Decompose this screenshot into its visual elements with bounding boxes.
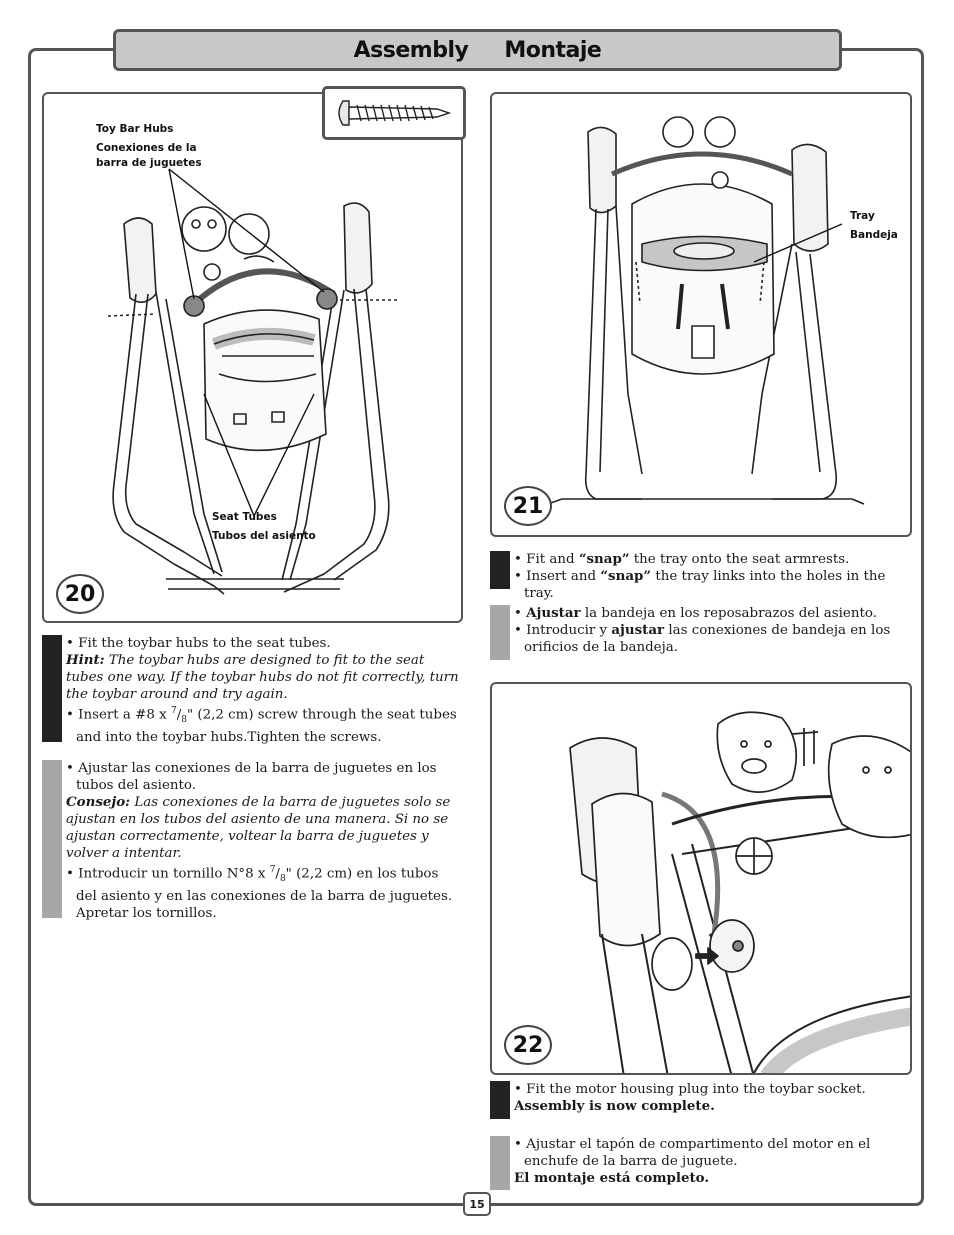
- step-20-es-hint: Consejo: Las conexiones de la barra de j…: [66, 794, 451, 861]
- callout-tray: Tray Bandeja: [850, 210, 898, 241]
- step-22-es-bullet-1: • Ajustar el tapón de compartimento del …: [514, 1137, 871, 1169]
- step-22-illustration: 22: [490, 682, 912, 1075]
- step-22-en-complete: Assembly is now complete.: [514, 1098, 715, 1114]
- language-bar-en: [42, 635, 62, 742]
- step-21-es-bullet-1: • Ajustar la bandeja en los reposabrazos…: [514, 605, 877, 621]
- language-bar-en: [490, 551, 510, 589]
- swing-frame-illustration-20: [107, 168, 398, 595]
- header-title-es: Montaje: [504, 37, 602, 63]
- step-22-es-complete: El montaje está completo.: [514, 1170, 710, 1186]
- step-20-illustration: Toy Bar Hubs Conexiones de la barra de j…: [42, 92, 463, 623]
- step-22-en-bullet-1: • Fit the motor housing plug into the to…: [514, 1082, 866, 1097]
- language-bar-en: [490, 1081, 510, 1119]
- callout-seat-tubes: Seat Tubes Tubos del asiento: [212, 511, 316, 542]
- language-bar-es: [490, 605, 510, 660]
- swing-tray-illustration-21: [547, 116, 865, 505]
- step-21-es-bullet-2: • Introducir y ajustar las conexiones de…: [514, 622, 891, 655]
- language-bar-es: [42, 760, 62, 918]
- page-number: 15: [463, 1192, 491, 1216]
- page-header: Assembly Montaje: [113, 29, 842, 71]
- step-number-21: 21: [504, 486, 552, 526]
- step-21-en-bullet-2: • Insert and “snap” the tray links into …: [514, 568, 886, 601]
- screw-icon: [338, 100, 452, 126]
- step-21-text-es: • Ajustar la bandeja en los reposabrazos…: [490, 605, 912, 660]
- step-number-22: 22: [504, 1025, 552, 1065]
- step-20-en-bullet-1: • Fit the toybar hubs to the seat tubes.: [66, 636, 331, 651]
- step-21-illustration: Tray Bandeja 21: [490, 92, 912, 537]
- step-21-en-bullet-1: • Fit and “snap” the tray onto the seat …: [514, 551, 850, 567]
- header-title-en: Assembly: [353, 37, 469, 63]
- step-20-es-bullet-2: • Introducir un tornillo N°8 x 7/8" (2,2…: [66, 865, 453, 922]
- step-20-en-bullet-2: • Insert a #8 x 7/8" (2,2 cm) screw thro…: [66, 706, 457, 746]
- step-21-text-en: • Fit and “snap” the tray onto the seat …: [490, 551, 912, 601]
- step-22-text-es: • Ajustar el tapón de compartimento del …: [490, 1136, 912, 1190]
- step-number-20: 20: [56, 574, 104, 614]
- step-22-text-en: • Fit the motor housing plug into the to…: [490, 1081, 912, 1119]
- motor-plug-illustration-22: [569, 711, 910, 1073]
- step-20-text-en: • Fit the toybar hubs to the seat tubes.…: [42, 635, 463, 745]
- language-bar-es: [490, 1136, 510, 1190]
- step-20-text-es: • Ajustar las conexiones de la barra de …: [42, 760, 463, 921]
- step-20-en-hint: Hint: The toybar hubs are designed to fi…: [66, 652, 459, 702]
- callout-toybar-hubs: Toy Bar Hubs Conexiones de la barra de j…: [96, 123, 202, 169]
- screw-icon-box: [322, 86, 466, 140]
- step-20-es-bullet-1: • Ajustar las conexiones de la barra de …: [66, 761, 437, 793]
